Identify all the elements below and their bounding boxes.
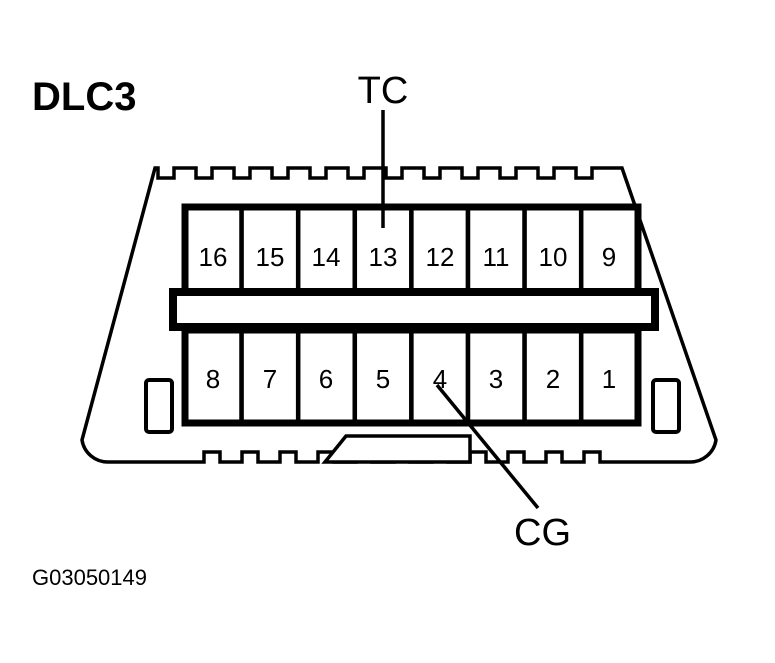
tc-callout-label: TC <box>358 70 409 112</box>
figure-code: G03050149 <box>32 565 147 590</box>
pin-row-top-labels: 16 15 14 13 12 11 10 9 <box>199 242 617 272</box>
pin-label-9: 9 <box>602 242 616 272</box>
pin-label-10: 10 <box>539 242 568 272</box>
pin-cell-6 <box>295 327 358 426</box>
pin-label-8: 8 <box>206 364 220 394</box>
pin-row-bottom-labels: 8 7 6 5 4 3 2 1 <box>206 364 616 394</box>
pin-label-13: 13 <box>369 242 398 272</box>
pin-row-bottom-frame <box>181 326 642 427</box>
pin-label-11: 11 <box>483 242 510 272</box>
left-retention-tab <box>144 378 174 434</box>
pin-label-6: 6 <box>319 364 333 394</box>
pin-label-14: 14 <box>312 242 341 272</box>
pin-label-15: 15 <box>256 242 285 272</box>
pin-label-1: 1 <box>602 364 616 394</box>
pin-label-12: 12 <box>426 242 455 272</box>
figure-title: DLC3 <box>32 75 136 119</box>
connector-center-bar <box>169 288 659 331</box>
pin-label-5: 5 <box>376 364 390 394</box>
cg-leader-line <box>435 383 540 510</box>
pin-label-7: 7 <box>263 364 277 394</box>
connector-latch-tab <box>321 434 472 464</box>
pin-row-top <box>182 204 641 303</box>
cg-callout-label: CG <box>514 512 571 554</box>
pin-label-16: 16 <box>199 242 228 272</box>
right-retention-tab <box>651 378 681 434</box>
pin-label-3: 3 <box>489 364 503 394</box>
pin-label-2: 2 <box>546 364 560 394</box>
pin-row-bottom <box>182 327 641 426</box>
